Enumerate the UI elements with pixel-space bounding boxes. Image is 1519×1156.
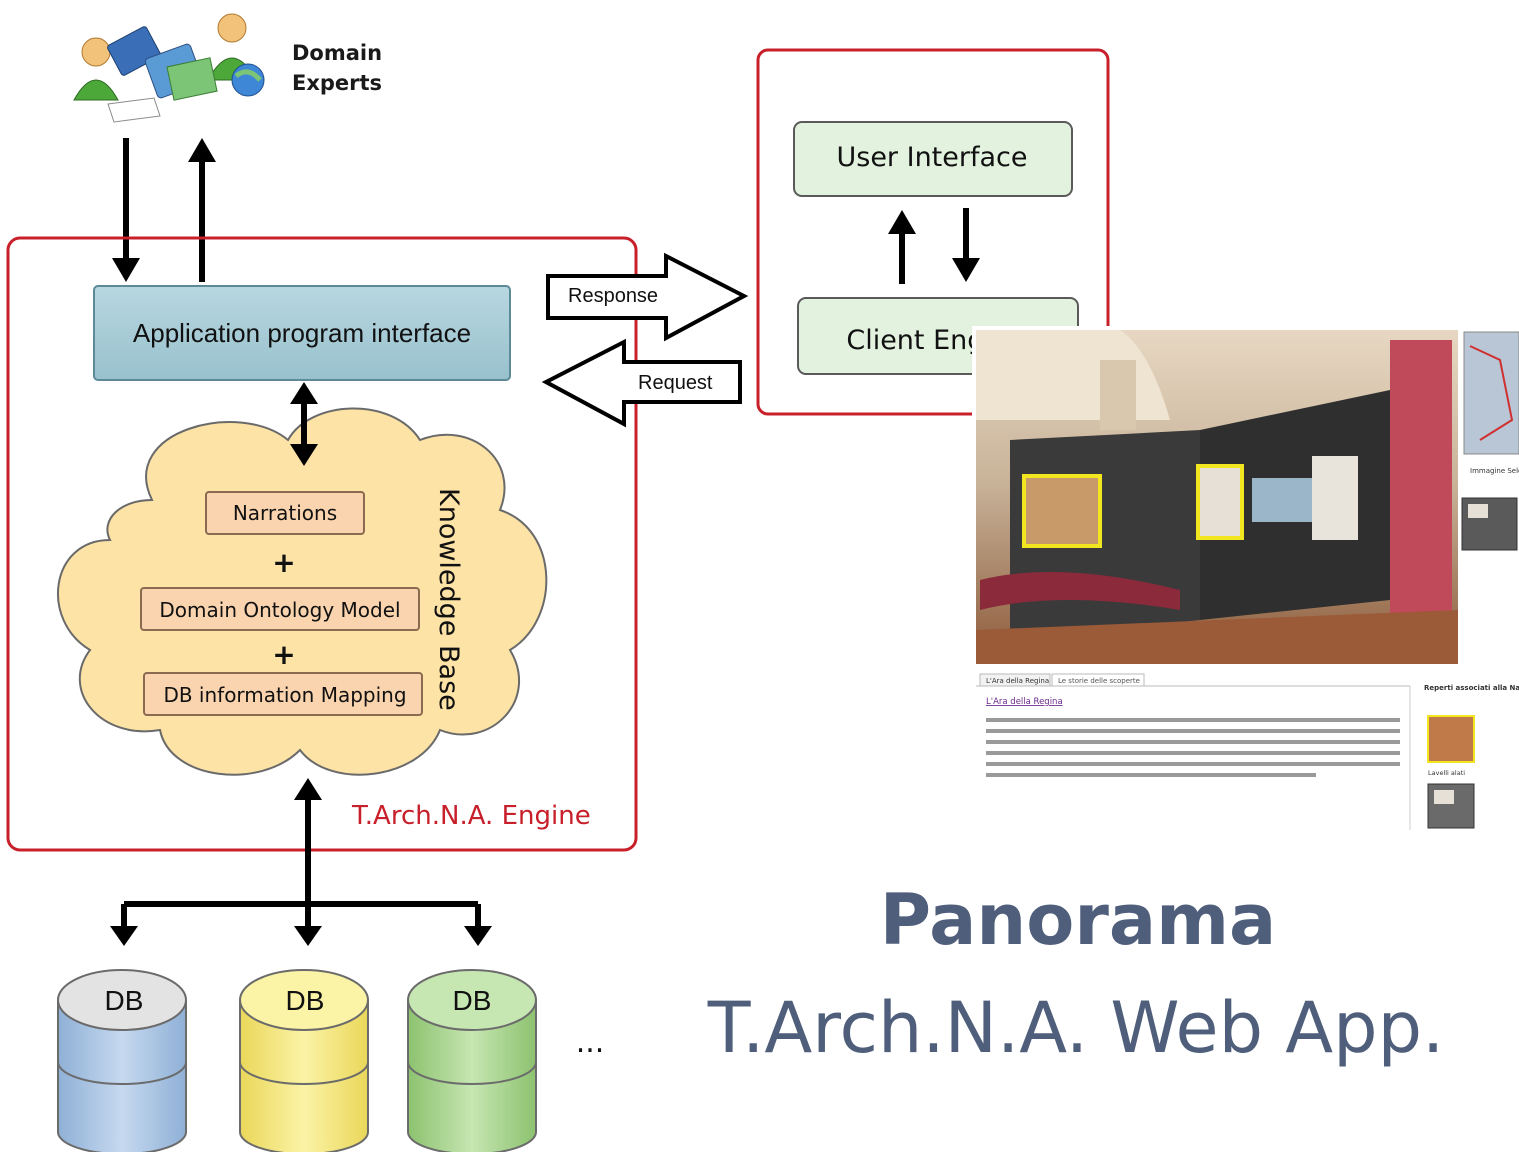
engine-label: T.Arch.N.A. Engine (351, 801, 591, 831)
request-label: Request (638, 372, 713, 394)
caption-subtitle: T.Arch.N.A. Web App. (707, 987, 1445, 1069)
experts-api-arrows (112, 138, 216, 282)
ui-client-arrows (888, 208, 980, 284)
caption-title: Panorama (880, 879, 1277, 961)
db-label-1: DB (105, 985, 144, 1016)
db-label-3: DB (453, 985, 492, 1016)
screenshot-side-label-top: Immagine Selezionata (1470, 467, 1519, 475)
response-label: Response (568, 285, 658, 307)
user-interface-label: User Interface (836, 142, 1027, 173)
db-cylinder-yellow (239, 969, 369, 1155)
kb-item-narrations (205, 491, 365, 535)
api-kb-arrow (290, 382, 318, 466)
knowledge-base-label: Knowledge Base (433, 488, 464, 711)
web-app-screenshot: Immagine Selezionata L'Ara della Regina … (972, 326, 1519, 834)
request-arrow (541, 338, 742, 428)
db-label-2: DB (286, 985, 325, 1016)
screenshot-tab-1: L'Ara della Regina (986, 677, 1049, 685)
screenshot-heading: L'Ara della Regina (986, 697, 1063, 707)
api-label: Application program interface (133, 318, 471, 348)
kb-item-ontology (140, 587, 420, 631)
domain-experts-label-line2: Experts (292, 71, 382, 95)
screenshot-side-label-mid: Reperti associati alla Narrazione (1424, 684, 1519, 692)
kb-item-mapping-label: DB information Mapping (163, 683, 406, 707)
response-arrow (546, 252, 749, 342)
screenshot-side-label-bottom: Lavelli alati (1428, 769, 1465, 777)
db-cylinder-green (407, 969, 537, 1155)
user-interface-box (793, 121, 1073, 197)
kb-item-narrations-label: Narrations (233, 501, 337, 525)
db-ellipsis: ... (576, 1025, 605, 1060)
screenshot-body-text (986, 718, 1400, 777)
domain-experts-label-line1: Domain (292, 41, 382, 65)
screenshot-tab-2: Le storie delle scoperte (1058, 677, 1140, 685)
engine-frame (6, 236, 638, 852)
kb-plus-2: + (272, 638, 295, 671)
kb-db-arrows (110, 778, 492, 946)
panorama-photo (976, 330, 1458, 664)
api-box (93, 285, 511, 381)
kb-plus-1: + (272, 546, 295, 579)
kb-item-mapping (143, 672, 423, 716)
kb-item-ontology-label: Domain Ontology Model (159, 598, 400, 622)
domain-experts-icon (73, 13, 265, 123)
db-cylinder-blue (57, 969, 187, 1155)
